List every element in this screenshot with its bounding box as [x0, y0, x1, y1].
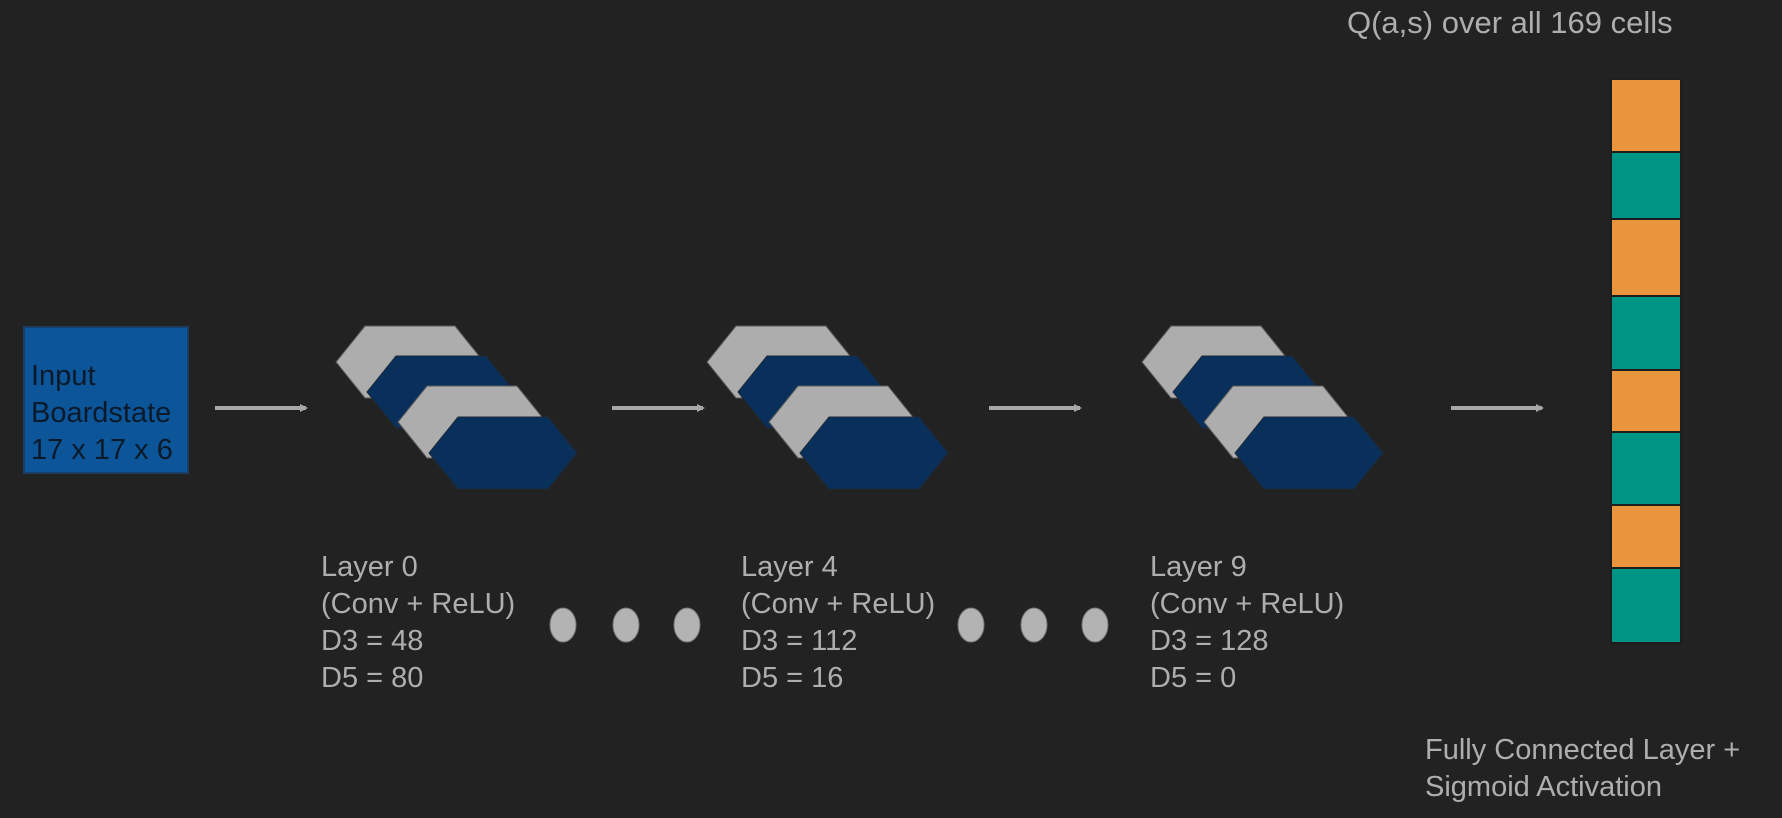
layer4-caption: Layer 4 (Conv + ReLU) D3 = 112 D5 = 16: [741, 549, 935, 697]
ellipsis-dots-2: [957, 607, 1109, 643]
layer9-feature-maps: [1141, 325, 1384, 490]
output-cell-orange: [1610, 218, 1682, 297]
layer-d5: D5 = 80: [321, 662, 424, 694]
feature-map-blue: [799, 416, 949, 490]
layer-d5: D5 = 0: [1150, 662, 1237, 694]
layer0-caption: Layer 0 (Conv + ReLU) D3 = 48 D5 = 80: [321, 549, 515, 697]
output-cell-teal: [1610, 151, 1682, 220]
feature-map-blue: [1234, 416, 1384, 490]
feature-map-blue: [428, 416, 578, 490]
layer0-feature-maps: [335, 325, 578, 490]
output-cell-teal: [1610, 567, 1682, 644]
ellipsis-dot: [1020, 607, 1048, 643]
layer-type: (Conv + ReLU): [741, 588, 936, 620]
output-caption: Fully Connected Layer + Sigmoid Activati…: [1425, 732, 1740, 806]
ellipsis-dot: [612, 607, 640, 643]
layer-d5: D5 = 16: [741, 662, 844, 694]
layer4-feature-maps: [706, 325, 949, 490]
layer-d3: D3 = 128: [1150, 625, 1269, 657]
output-cell-teal: [1610, 295, 1682, 371]
layer9-caption: Layer 9 (Conv + ReLU) D3 = 128 D5 = 0: [1150, 549, 1344, 697]
ellipsis-dot: [1081, 607, 1109, 643]
layer-name: Layer 4: [741, 551, 838, 583]
ellipsis-dot: [957, 607, 985, 643]
layer-name: Layer 9: [1150, 551, 1247, 583]
ellipsis-dots-1: [549, 607, 701, 643]
output-title: Q(a,s) over all 169 cells: [1347, 5, 1673, 40]
input-boardstate-box: Input Boardstate 17 x 17 x 6: [23, 326, 189, 474]
output-cell-orange: [1610, 369, 1682, 433]
output-caption-line1: Fully Connected Layer +: [1425, 734, 1741, 766]
input-label: Input Boardstate 17 x 17 x 6: [31, 360, 173, 466]
output-cell-teal: [1610, 431, 1682, 506]
layer-d3: D3 = 112: [741, 625, 858, 657]
output-cell-orange: [1610, 504, 1682, 569]
ellipsis-dot: [549, 607, 577, 643]
layer-name: Layer 0: [321, 551, 418, 583]
layer-type: (Conv + ReLU): [1150, 588, 1345, 620]
layer-type: (Conv + ReLU): [321, 588, 516, 620]
output-cell-orange: [1610, 78, 1682, 153]
layer-d3: D3 = 48: [321, 625, 424, 657]
output-vector: [1610, 78, 1682, 644]
ellipsis-dot: [673, 607, 701, 643]
output-caption-line2: Sigmoid Activation: [1425, 771, 1662, 803]
